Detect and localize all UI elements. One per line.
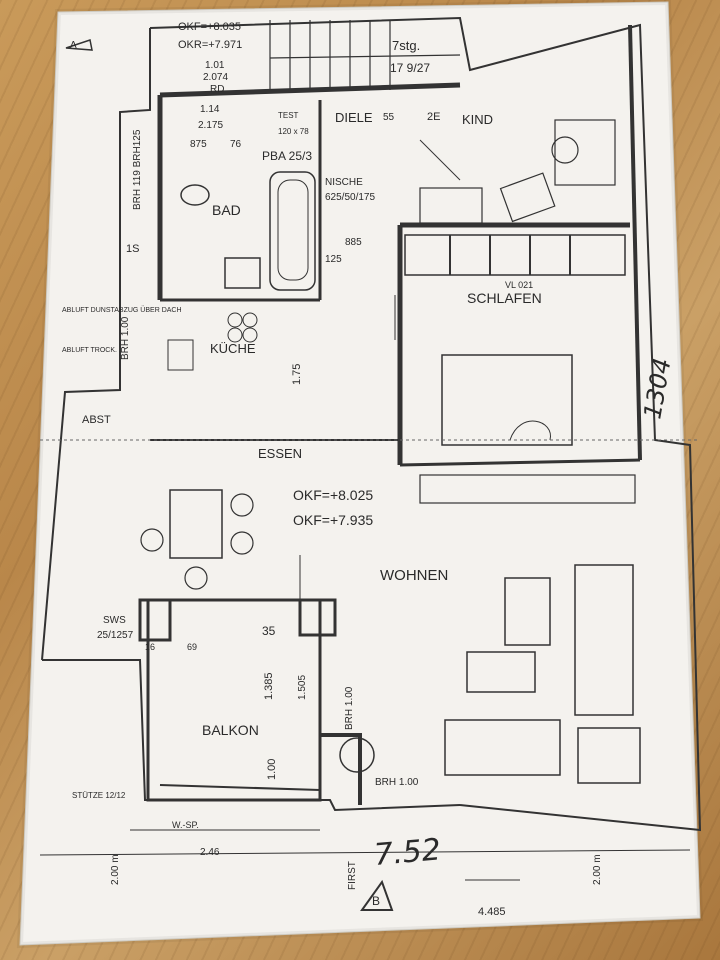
brh-119: BRH 119 BRH125 — [132, 129, 143, 210]
label-diele: DIELE — [335, 110, 373, 125]
label-schlafen: SCHLAFEN — [467, 290, 542, 306]
abluft-note-2: ABLUFT TROCK. — [62, 347, 117, 354]
okf-top: OKF=+8.035 — [178, 21, 241, 33]
brh-100-b: BRH 1.00 — [344, 686, 355, 730]
dim-246: 2.46 — [200, 847, 220, 858]
outer-wall-top — [149, 16, 702, 832]
nische-dim: 625/50/175 — [325, 192, 375, 203]
dim-114: 1.14 — [200, 104, 220, 115]
pba-label: PBA 25/3 — [262, 149, 312, 163]
dim-200-left: 2.00 m — [110, 854, 121, 885]
stairs-fraction: 17 9/27 — [390, 61, 430, 75]
stairs-symbol — [269, 20, 461, 90]
brh-100-c: BRH 1.00 — [375, 777, 419, 788]
outer-wall-left — [41, 28, 151, 661]
okf-level-2: OKF=+7.935 — [293, 512, 373, 528]
bed — [441, 354, 573, 446]
dim-76: 76 — [230, 139, 242, 150]
dim-69: 69 — [187, 642, 197, 652]
bathtub — [269, 171, 316, 291]
rd-label: RD — [210, 84, 224, 95]
dim-885: 885 — [345, 237, 362, 248]
sws-dim: 25/1257 — [97, 630, 134, 641]
stutze-label: STÜTZE 12/12 — [72, 791, 126, 800]
dim-125: 125 — [325, 254, 342, 265]
okr-top: OKR=+7.971 — [178, 39, 242, 51]
brh-100-a: BRH 1.00 — [120, 316, 131, 360]
sofa — [444, 719, 561, 776]
nische-label: NISCHE — [325, 177, 363, 188]
dim-138: 1.385 — [263, 672, 275, 700]
section-marker-a: A — [65, 39, 93, 51]
dim-2074: 2.074 — [203, 72, 228, 83]
okf-level-1: OKF=+8.025 — [293, 487, 373, 503]
first-label: FIRST — [347, 861, 358, 890]
dim-200-right: 2.00 m — [592, 854, 603, 885]
label-essen: ESSEN — [258, 446, 302, 461]
label-1s: 1S — [126, 243, 139, 255]
dim-55: 55 — [383, 112, 395, 123]
dim-175: 1.75 — [291, 364, 303, 385]
wsp-label: W.-SP. — [172, 820, 199, 830]
svg-text:A: A — [70, 40, 77, 51]
abst-label: ABST — [82, 414, 111, 426]
label-wohnen: WOHNEN — [380, 567, 448, 584]
section-marker-b: B — [360, 879, 394, 911]
abluft-note-1: ABLUFT DUNSTABZUG ÜBER DACH — [62, 306, 182, 314]
dim-35: 35 — [262, 624, 276, 638]
dim-100: 1.00 — [266, 759, 278, 780]
dim-16: 16 — [145, 642, 155, 652]
label-balkon: BALKON — [202, 722, 259, 738]
dim-875: 875 — [190, 139, 207, 150]
test-label: TEST — [278, 111, 299, 120]
label-kuche: KÜCHE — [210, 341, 256, 356]
dim-448: 4.485 — [478, 906, 506, 918]
label-bad: BAD — [212, 202, 241, 218]
dim-150: 1.505 — [297, 675, 308, 700]
test-dim: 120 x 78 — [278, 127, 309, 136]
dim-101: 1.01 — [205, 60, 225, 71]
stairs-label: 7stg. — [392, 38, 420, 53]
label-kind: KIND — [462, 112, 493, 127]
balcony-outline — [146, 598, 322, 802]
vl-label: VL 021 — [505, 280, 533, 290]
handwritten-752: 7.52 — [373, 832, 443, 873]
dim-2175: 2.175 — [198, 120, 223, 131]
dining-table — [169, 489, 223, 559]
sws-label: SWS — [103, 615, 126, 626]
label-2e: 2E — [427, 111, 440, 123]
svg-text:B: B — [372, 894, 380, 908]
